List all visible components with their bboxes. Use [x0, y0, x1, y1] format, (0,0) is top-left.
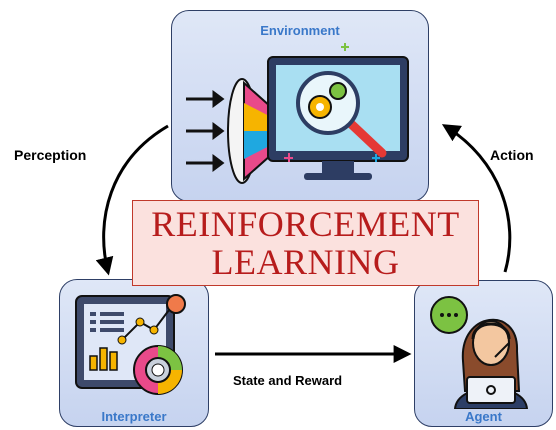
agent-node: Agent [414, 280, 553, 427]
interpreter-node: Interpreter [59, 279, 209, 427]
banner-title-line1: REINFORCEMENT [151, 204, 460, 244]
bar-chart-icon [89, 347, 118, 371]
interpreter-illustration [75, 294, 186, 395]
perception-label: Perception [14, 147, 87, 163]
laptop-icon [466, 376, 516, 404]
magnifier-gear-icon [296, 71, 387, 158]
sparkle-icon [284, 153, 293, 162]
interpreter-label: Interpreter [101, 409, 167, 424]
input-arrows-icon [186, 90, 225, 172]
environment-label: Environment [260, 23, 340, 38]
action-label: Action [490, 147, 534, 163]
sparkle-icon [372, 154, 380, 162]
environment-illustration [186, 43, 409, 184]
state-reward-label: State and Reward [233, 373, 343, 388]
action-arrow [441, 124, 512, 273]
trend-line-icon [121, 305, 173, 341]
banner-title-line2: LEARNING [211, 242, 400, 282]
environment-node: Environment [171, 10, 429, 202]
agent-illustration [430, 296, 529, 409]
sparkle-icon [341, 43, 349, 51]
chat-bubble-icon [430, 296, 468, 334]
perception-arrow [95, 124, 169, 276]
agent-label: Agent [465, 409, 502, 424]
title-banner: REINFORCEMENT LEARNING [132, 200, 479, 286]
donut-chart-icon [133, 345, 183, 395]
